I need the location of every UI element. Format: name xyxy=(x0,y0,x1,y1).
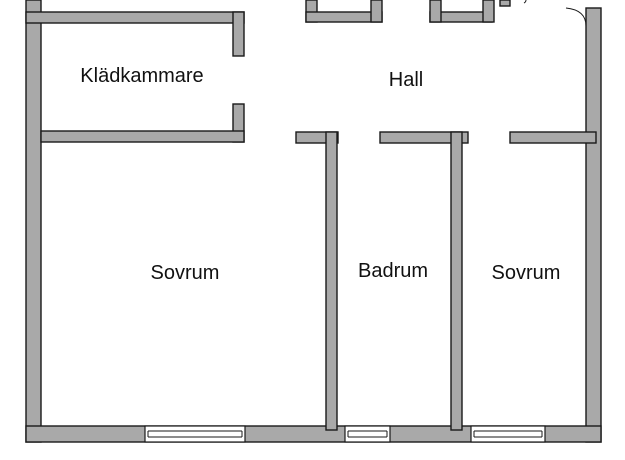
kladkammare-bottom-wall xyxy=(40,130,245,143)
top-frame-3 xyxy=(499,0,511,7)
top-frame-2b xyxy=(429,0,442,23)
hall-bottom-wall-2 xyxy=(379,131,469,144)
window-left xyxy=(144,425,246,443)
room-label-sovrum-left: Sovrum xyxy=(150,262,220,284)
entry-door-swing xyxy=(509,0,527,4)
kladkammare-wall-upper xyxy=(232,11,245,57)
room-label-sovrum-right: Sovrum xyxy=(491,262,561,284)
room-label-kladkammare: Klädkammare xyxy=(80,65,204,87)
top-frame-2c xyxy=(482,0,495,23)
room-label-hall: Hall xyxy=(388,69,424,91)
partition-badrum-sovrum-a xyxy=(450,131,463,431)
window-right xyxy=(470,425,546,443)
outer-wall-left xyxy=(25,0,42,443)
window-middle xyxy=(344,425,391,443)
partition-sovrum-badrum-a xyxy=(325,131,338,431)
entry-door-frame xyxy=(565,7,587,27)
top-wall-left xyxy=(25,11,245,24)
hall-bottom-wall-1 xyxy=(295,131,339,144)
outer-wall-right xyxy=(585,7,602,443)
hall-bottom-wall-3 xyxy=(509,131,597,144)
top-frame-1c xyxy=(370,0,383,23)
room-label-badrum: Badrum xyxy=(357,260,429,282)
